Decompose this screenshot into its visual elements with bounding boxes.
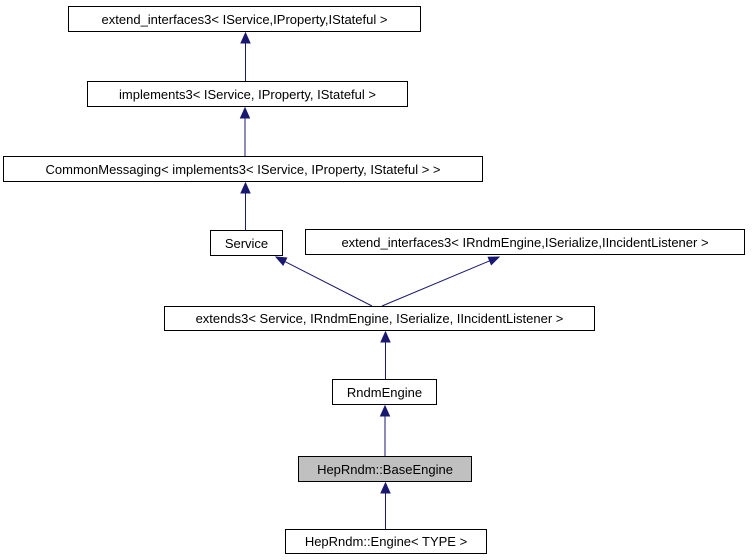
arrowhead-icon <box>239 106 251 119</box>
node-extend-interfaces3-irndmengine[interactable]: extend_interfaces3< IRndmEngine,ISeriali… <box>305 229 745 255</box>
node-heprndm-baseengine: HepRndm::BaseEngine <box>298 456 472 482</box>
edge-enginetype-to-baseengine <box>380 481 391 529</box>
arrowhead-icon <box>274 256 288 266</box>
edge-baseengine-to-rndmengine <box>379 404 391 456</box>
node-service[interactable]: Service <box>210 230 283 256</box>
arrowhead-icon <box>380 330 391 343</box>
node-implements3[interactable]: implements3< IService, IProperty, IState… <box>87 81 408 107</box>
edge-service-to-commonmessaging <box>240 181 251 230</box>
edge-implements3-to-extend-interfaces3-iservice <box>240 31 251 81</box>
node-extend-interfaces3-iservice[interactable]: extend_interfaces3< IService,IProperty,I… <box>68 6 421 32</box>
arrowhead-icon <box>240 181 251 194</box>
edge-rndmengine-to-extends3 <box>380 330 391 379</box>
arrowhead-icon <box>380 481 391 494</box>
arrowhead-icon <box>487 256 501 266</box>
edge-commonmessaging-to-implements3 <box>239 106 251 156</box>
edge-extends3-to-service <box>274 256 373 307</box>
node-commonmessaging[interactable]: CommonMessaging< implements3< IService, … <box>3 156 483 182</box>
arrowhead-icon <box>240 31 251 44</box>
node-heprndm-engine-type[interactable]: HepRndm::Engine< TYPE > <box>285 529 487 554</box>
edge-extends3-to-extend-interfaces3-irndm <box>381 256 501 307</box>
node-extends3[interactable]: extends3< Service, IRndmEngine, ISeriali… <box>164 306 595 331</box>
node-rndmengine[interactable]: RndmEngine <box>332 379 437 405</box>
arrowhead-icon <box>379 404 391 417</box>
